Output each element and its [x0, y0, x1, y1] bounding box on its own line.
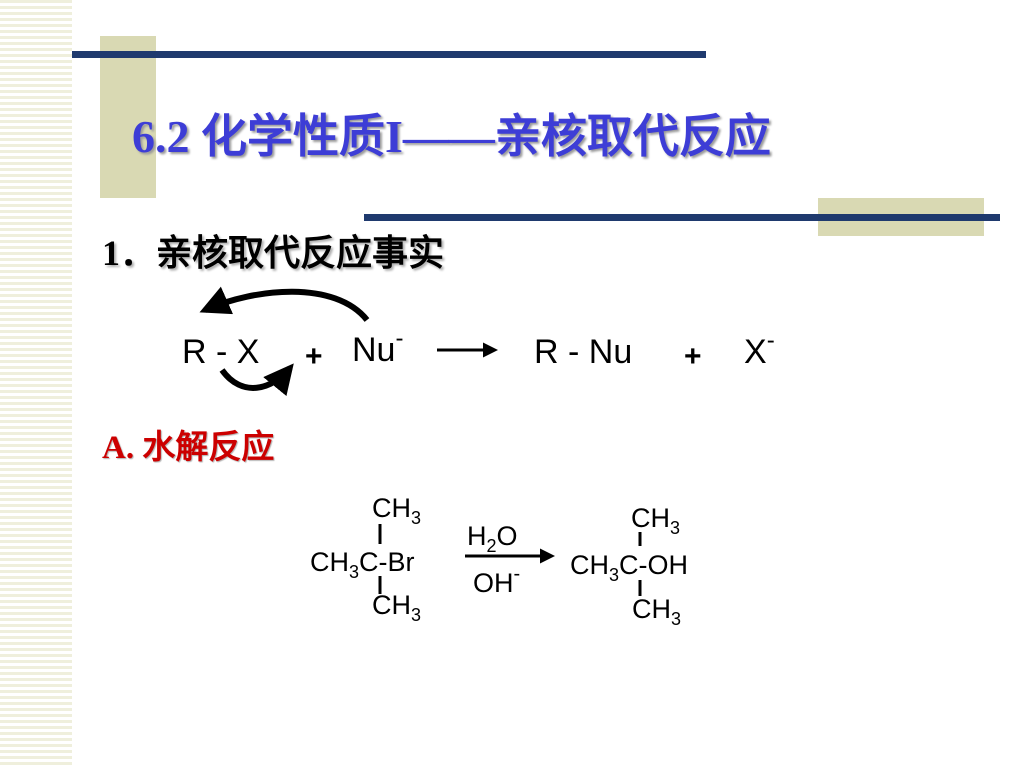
slide-title: 6.2 化学性质I——亲核取代反应: [132, 111, 771, 162]
subsection-heading: A. 水解反应: [102, 430, 275, 466]
product-main-chain: CH3C-OH: [570, 550, 688, 585]
reactant-main-chain: CH3C-Br: [310, 547, 415, 582]
reactant-top-methyl: CH3: [372, 493, 421, 528]
curved-arrow-top: [199, 286, 370, 322]
section-heading: 1．亲核取代反应事实: [102, 233, 445, 273]
reagent-water: H2O: [467, 521, 518, 556]
striped-sidebar: [0, 0, 72, 768]
product-bottom-methyl: CH3: [632, 594, 681, 629]
curved-arrow-bottom: [219, 363, 294, 397]
leaving-group: X-: [744, 327, 775, 371]
reactant-bottom-methyl: CH3: [372, 590, 421, 625]
product-rnu: R - Nu: [534, 333, 632, 371]
nucleophile: Nu-: [352, 325, 403, 369]
product-top-methyl: CH3: [631, 503, 680, 538]
title-block-decoration: [100, 36, 156, 198]
reagent-hydroxide: OH-: [473, 563, 520, 598]
plus-sign: +: [684, 340, 702, 373]
top-rule: [72, 51, 706, 58]
reactant-rx: R - X: [182, 333, 259, 371]
plus-sign: +: [305, 340, 323, 373]
bottom-rule: [364, 214, 1000, 221]
